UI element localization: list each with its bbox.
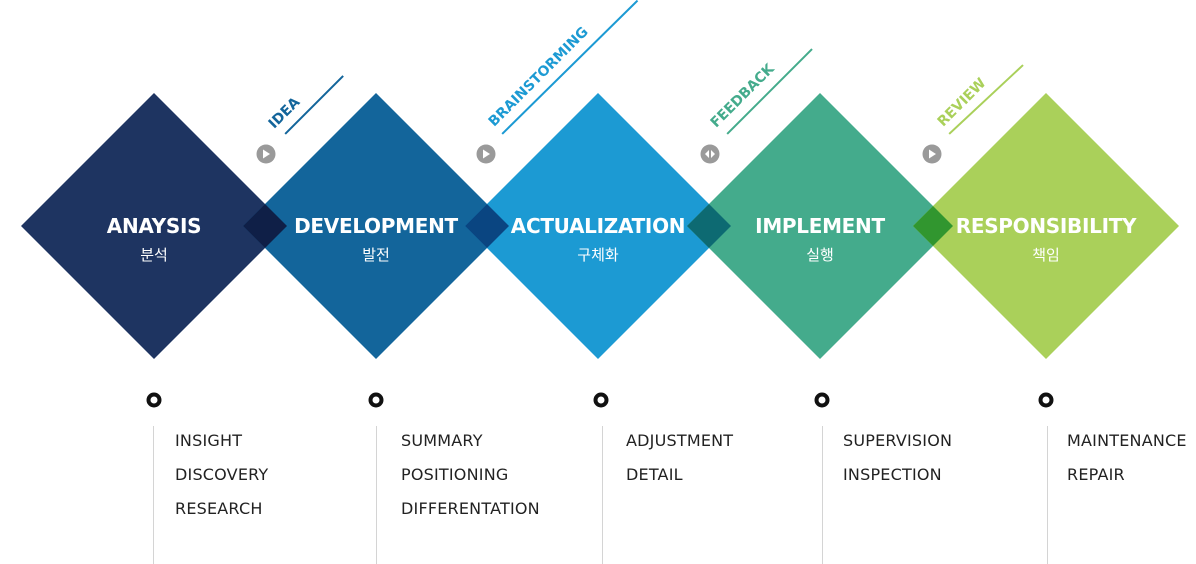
stage-title-5: RESPONSIBILITY [955,214,1137,238]
arrows-left-right-icon [700,144,720,164]
detail-item: INSPECTION [843,465,942,484]
detail-item: MAINTENANCE [1067,431,1187,450]
detail-bullet-3 [593,392,609,408]
detail-item: DIFFERENTATION [401,499,540,518]
arrow-right-icon [476,144,496,164]
detail-divider-1 [153,426,154,564]
detail-item: DETAIL [626,465,683,484]
stage-diamond-5 [913,93,1179,359]
detail-list-1: INSIGHT DISCOVERY RESEARCH [175,424,268,526]
stage-overlap-4 [913,206,953,246]
stage-title-3: ACTUALIZATION [510,214,686,238]
detail-divider-3 [602,426,603,564]
detail-list-3: ADJUSTMENT DETAIL [626,424,733,492]
stage-diamond-1 [21,93,287,359]
stage-subtitle-5: 책임 [1032,246,1060,264]
detail-item: POSITIONING [401,465,509,484]
stage-diamond-3 [465,93,731,359]
stage-subtitle-1: 분석 [140,246,168,264]
stage-overlap-2 [465,204,509,248]
stage-overlap-1 [243,204,287,248]
stage-overlap-3 [687,204,731,248]
detail-list-5: MAINTENANCE REPAIR [1067,424,1187,492]
arrow-right-icon [256,144,276,164]
detail-bullet-1 [146,392,162,408]
detail-item: REPAIR [1067,465,1125,484]
detail-item: ADJUSTMENT [626,431,734,450]
detail-bullet-5 [1038,392,1054,408]
detail-bullet-2 [368,392,384,408]
stage-title-4: IMPLEMENT [755,214,885,238]
stage-title-1: ANAYSIS [106,214,202,238]
detail-divider-4 [822,426,823,564]
detail-list-2: SUMMARY POSITIONING DIFFERENTATION [401,424,540,526]
stage-diamond-2 [243,93,509,359]
detail-item: SUPERVISION [843,431,953,450]
stage-subtitle-2: 발전 [362,246,390,264]
detail-divider-5 [1047,426,1048,564]
stage-subtitle-3: 구체화 [577,246,619,264]
arrow-right-icon [922,144,942,164]
detail-item: DISCOVERY [175,465,269,484]
detail-item: SUMMARY [401,431,483,450]
stage-subtitle-4: 실행 [806,246,834,264]
detail-bullet-4 [814,392,830,408]
detail-item: INSIGHT [175,431,243,450]
stage-title-2: DEVELOPMENT [294,214,458,238]
detail-divider-2 [376,426,377,564]
stage-diamond-4 [687,93,953,359]
detail-item: RESEARCH [175,499,263,518]
detail-list-4: SUPERVISION INSPECTION [843,424,952,492]
